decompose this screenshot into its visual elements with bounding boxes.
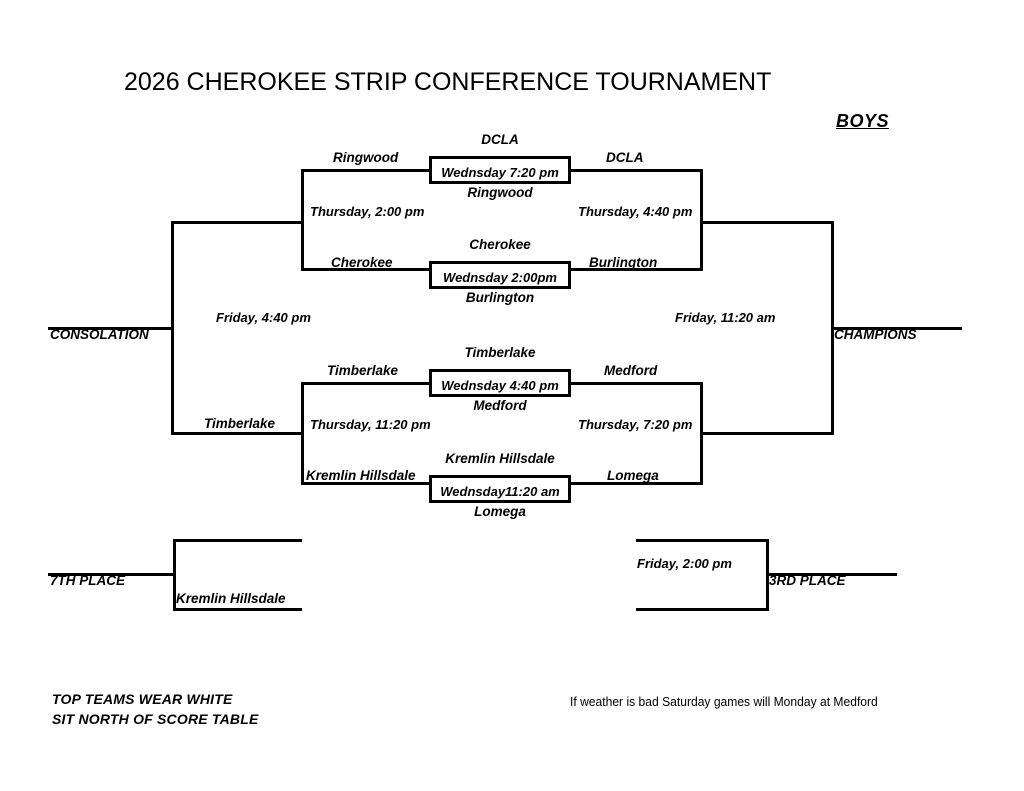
consolation-entrant: Timberlake bbox=[204, 416, 276, 431]
sf1-bracket-vertical bbox=[700, 169, 703, 271]
sf2-bottom-team: Lomega bbox=[607, 468, 659, 483]
seventh-place-label: 7TH PLACE bbox=[50, 573, 126, 588]
third-place-label: 3RD PLACE bbox=[769, 573, 846, 588]
qf1-top-team: DCLA bbox=[481, 132, 519, 147]
lr2-bracket-top-line bbox=[301, 382, 431, 385]
qf2-bottom-team: Burlington bbox=[465, 290, 535, 305]
qf1-game-box[interactable] bbox=[429, 156, 571, 184]
sf1-bracket-top-line bbox=[571, 169, 703, 172]
sf2-bracket-feed-line bbox=[700, 432, 831, 435]
consolation-final-time: Friday, 4:40 pm bbox=[216, 310, 311, 325]
sf2-top-team: Medford bbox=[604, 363, 658, 378]
champions-label: CHAMPIONS bbox=[834, 327, 917, 342]
lr2-second-team: Kremlin Hillsdale bbox=[306, 468, 416, 483]
qf4-top-team: Kremlin Hillsdale bbox=[445, 451, 555, 466]
sf2-bracket-top-line bbox=[571, 382, 703, 385]
lr1-time: Thursday, 2:00 pm bbox=[310, 204, 425, 219]
sf1-top-team: DCLA bbox=[606, 150, 644, 165]
footer-note-line1: TOP TEAMS WEAR WHITE bbox=[52, 691, 233, 707]
lr1-second-team: Cherokee bbox=[331, 255, 393, 270]
sf2-time: Thursday, 7:20 pm bbox=[578, 417, 693, 432]
qf3-top-team: Timberlake bbox=[464, 345, 536, 360]
lr1-bracket-top-line bbox=[301, 169, 431, 172]
qf2-game-box[interactable] bbox=[429, 261, 571, 289]
lr1-team: Ringwood bbox=[333, 150, 399, 165]
consolation-output-line bbox=[48, 327, 174, 330]
championship-time: Friday, 11:20 am bbox=[675, 310, 776, 325]
third-place-top-line bbox=[636, 539, 769, 542]
qf1-bottom-team: Ringwood bbox=[467, 185, 533, 200]
sf2-bracket-bottom-line bbox=[571, 482, 703, 485]
qf3-time: Wednsday 4:40 pm bbox=[441, 378, 559, 393]
sf1-bracket-bottom-line bbox=[571, 268, 703, 271]
third-place-time: Friday, 2:00 pm bbox=[637, 556, 732, 571]
qf4-bottom-team: Lomega bbox=[474, 504, 526, 519]
lr1-bracket-feed-line bbox=[171, 221, 303, 224]
consolation-label: CONSOLATION bbox=[50, 327, 149, 342]
seventh-place-bottom-line bbox=[173, 608, 302, 611]
qf4-game-box[interactable] bbox=[429, 475, 571, 503]
qf3-bottom-team: Medford bbox=[473, 398, 527, 413]
sf1-bracket-feed-line bbox=[700, 221, 831, 224]
weather-note: If weather is bad Saturday games will Mo… bbox=[570, 694, 878, 709]
seventh-place-entrant: Kremlin Hillsdale bbox=[176, 591, 286, 606]
lr2-bracket-bottom-line bbox=[301, 482, 431, 485]
sf1-bottom-team: Burlington bbox=[589, 255, 658, 270]
division-label: BOYS bbox=[836, 111, 890, 131]
third-place-output-line bbox=[766, 573, 897, 576]
lr2-time: Thursday, 11:20 pm bbox=[310, 417, 431, 432]
qf2-top-team: Cherokee bbox=[469, 237, 531, 252]
qf1-time: Wednsday 7:20 pm bbox=[441, 165, 559, 180]
third-place-bottom-line bbox=[636, 608, 769, 611]
lr1-bracket-bottom-line bbox=[301, 268, 431, 271]
seventh-place-top-line bbox=[173, 539, 302, 542]
sf1-time: Thursday, 4:40 pm bbox=[578, 204, 693, 219]
seventh-place-output-line bbox=[48, 573, 175, 576]
lr2-team: Timberlake bbox=[327, 363, 399, 378]
lr1-bracket-vertical bbox=[301, 169, 304, 271]
page-title: 2026 CHEROKEE STRIP CONFERENCE TOURNAMEN… bbox=[124, 68, 772, 96]
champions-output-line bbox=[831, 327, 962, 330]
footer-note-line2: SIT NORTH OF SCORE TABLE bbox=[52, 711, 259, 727]
lr2-bracket-feed-line bbox=[171, 432, 303, 435]
qf2-time: Wednsday 2:00pm bbox=[443, 270, 557, 285]
qf4-time: Wednsday11:20 am bbox=[440, 484, 560, 499]
